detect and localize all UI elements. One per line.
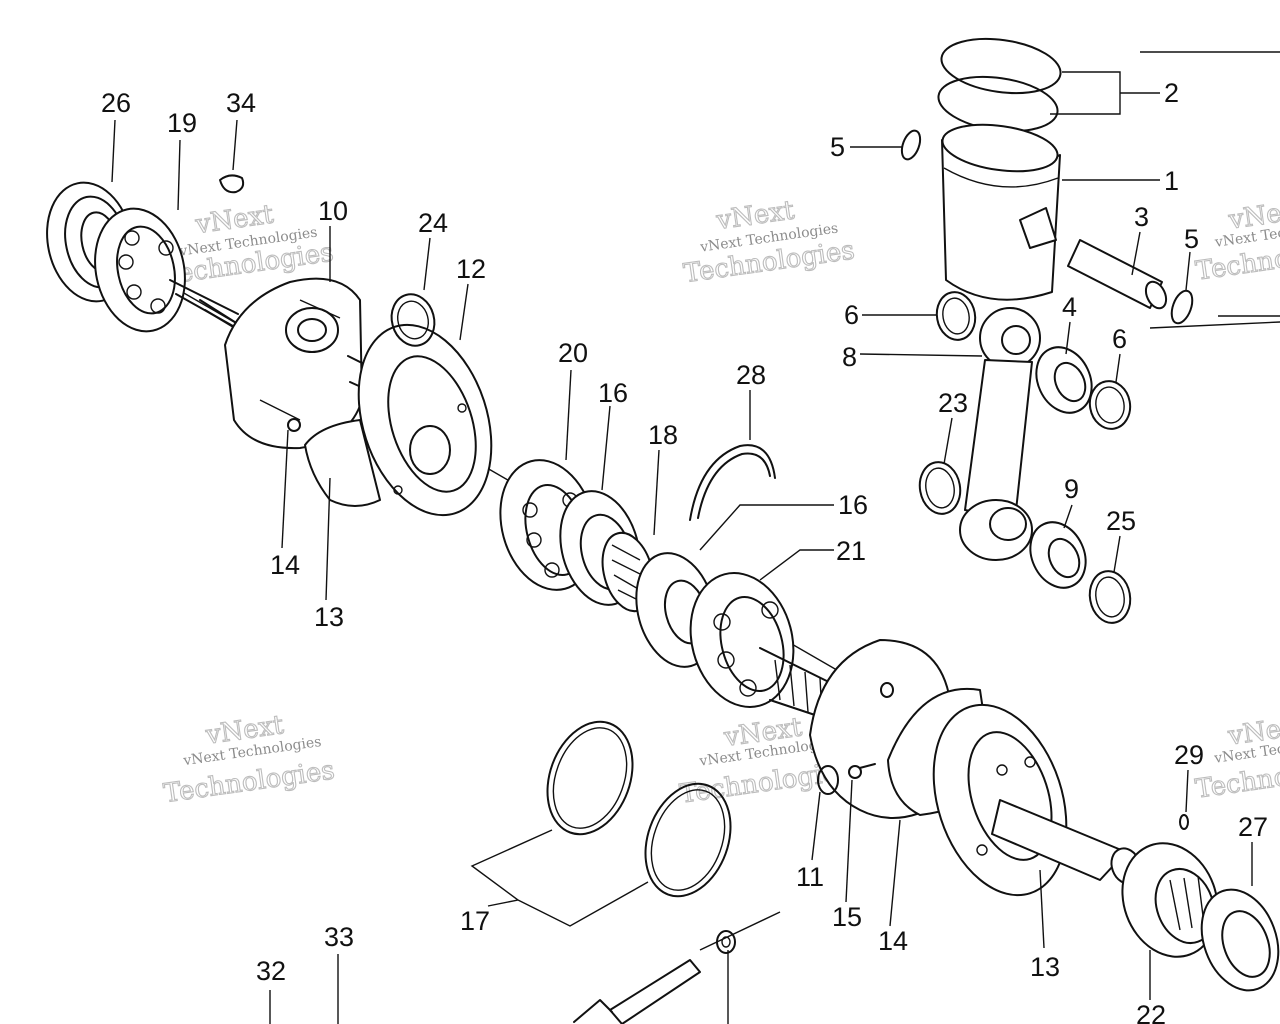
callout-6: 6 [1112, 324, 1127, 354]
crank-web-13 [304, 419, 381, 507]
watermark-1: vNext Technologies vNext Technologies [160, 199, 336, 292]
washer-6b [1088, 380, 1132, 430]
watermark-2: vNext Technologies vNext Technologies [681, 195, 857, 290]
piston-pin-3 [1067, 239, 1168, 310]
watermark-4: vNext Technologies vNext Technologies [161, 710, 337, 810]
callout-10: 10 [318, 196, 348, 226]
callout-labels: 26 19 34 10 24 12 14 13 20 16 18 28 16 2… [101, 78, 1268, 1024]
woodruff-key-34 [219, 174, 245, 194]
pin-14 [287, 418, 301, 432]
callout-5: 5 [1184, 224, 1199, 254]
callout-11: 11 [796, 862, 824, 892]
callout-4: 4 [1062, 292, 1077, 322]
callout-22: 22 [1136, 1000, 1166, 1024]
circlip-5a [900, 129, 922, 161]
bearing-21 [689, 572, 795, 708]
callout-25: 25 [1106, 506, 1136, 536]
callout-28: 28 [736, 360, 766, 390]
callout-23: 23 [938, 388, 968, 418]
piston-rings-2 [937, 37, 1062, 133]
callout-32: 32 [256, 956, 286, 986]
callout-8: 8 [842, 342, 857, 372]
needle-bearing-4 [1035, 346, 1093, 414]
pin-29 [1179, 814, 1189, 830]
callout-14: 14 [270, 550, 300, 580]
callout-19: 19 [167, 108, 197, 138]
callout-3: 3 [1134, 202, 1149, 232]
callout-20: 20 [558, 338, 588, 368]
washer-24 [390, 293, 436, 347]
washer-23 [918, 461, 962, 515]
shims-17 [546, 720, 732, 898]
connecting-rod-8 [959, 307, 1041, 561]
callout-16: 16 [838, 490, 868, 520]
callout-17: 17 [460, 906, 490, 936]
bearing-22 [1121, 842, 1219, 958]
piston-1 [941, 123, 1061, 301]
seal-27 [1200, 888, 1280, 992]
callout-15: 15 [832, 902, 862, 932]
callout-26: 26 [101, 88, 131, 118]
circlip-28 [689, 444, 776, 521]
callout-1: 1 [1164, 166, 1179, 196]
callout-27: 27 [1238, 812, 1268, 842]
callout-13: 13 [1030, 952, 1060, 982]
callout-16: 16 [598, 378, 628, 408]
callout-13: 13 [314, 602, 344, 632]
circlip-5b [1170, 289, 1194, 325]
washer-25 [1088, 570, 1132, 624]
crank-half-12 [357, 323, 493, 517]
bearing-19 [94, 207, 186, 333]
callout-6: 6 [844, 300, 859, 330]
washer-6a [935, 291, 977, 341]
callout-24: 24 [418, 208, 448, 238]
callout-33: 33 [324, 922, 354, 952]
pin-15 [848, 763, 876, 779]
leader-lines [111, 51, 1280, 1024]
callout-21: 21 [836, 536, 866, 566]
callout-29: 29 [1174, 740, 1204, 770]
watermark-3: vNext Technologies vNext Technologies [1193, 194, 1280, 287]
callout-18: 18 [648, 420, 678, 450]
pinion-shaft-bottom [573, 959, 701, 1024]
crank-half-10 [224, 277, 363, 450]
needle-bearing-9 [1029, 521, 1087, 589]
callout-9: 9 [1064, 474, 1079, 504]
callout-14: 14 [878, 926, 908, 956]
callout-34: 34 [226, 88, 256, 118]
callout-2: 2 [1164, 78, 1179, 108]
callout-12: 12 [456, 254, 486, 284]
callout-5: 5 [830, 132, 845, 162]
